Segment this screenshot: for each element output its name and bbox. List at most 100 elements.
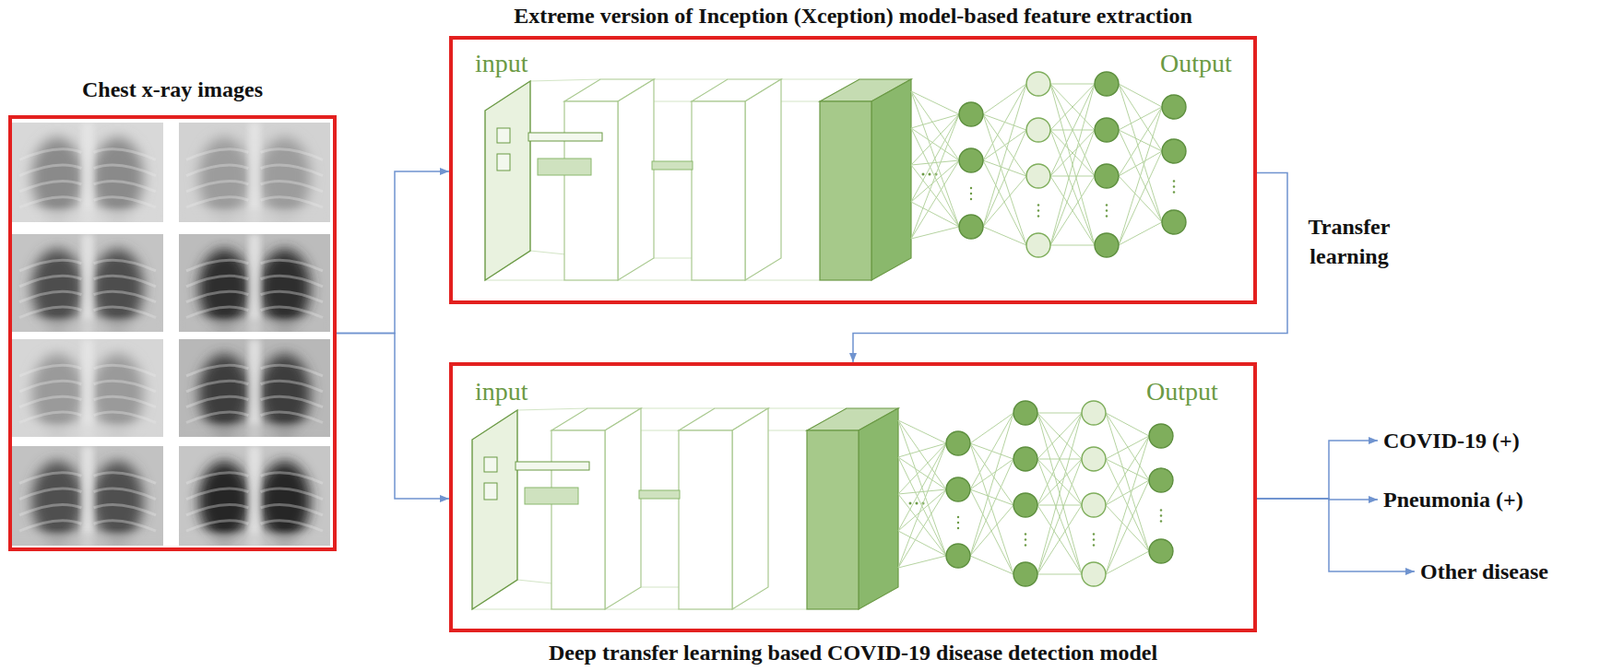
connection-line — [1050, 130, 1095, 177]
connection-line — [1037, 413, 1082, 415]
connection-line — [898, 489, 947, 569]
layer-label: input — [474, 377, 529, 407]
ellipsis-dot — [1105, 203, 1108, 206]
connection-line — [983, 176, 1027, 227]
rib-line — [94, 307, 156, 319]
guide-line — [485, 280, 565, 282]
neuron-circle — [1094, 164, 1119, 189]
xray-ground — [11, 234, 164, 332]
xray-ground — [11, 122, 164, 223]
rib-line — [94, 412, 156, 424]
spine-shape — [248, 234, 261, 332]
neuron-circle — [1094, 71, 1119, 96]
connection-line — [983, 83, 1027, 115]
neuron-circle — [946, 544, 971, 569]
neuron-circle — [1026, 118, 1051, 143]
neuron-circle — [946, 431, 971, 456]
xray-image — [178, 339, 331, 438]
connection-line — [1050, 130, 1095, 246]
filter-window — [639, 490, 680, 499]
ellipsis-dot — [1092, 538, 1095, 541]
class-label: Other disease — [1420, 558, 1549, 585]
ellipsis-dot — [1092, 544, 1095, 546]
connection-line — [911, 114, 960, 239]
rib-line — [19, 473, 82, 485]
rib-line — [186, 488, 249, 500]
connection-line — [983, 114, 1027, 246]
neuron-circle — [1149, 539, 1174, 564]
neuron-circle — [1013, 401, 1038, 426]
ellipsis-dot — [1173, 179, 1175, 182]
ellipsis-dot — [1105, 214, 1108, 217]
layer-label: Output — [1146, 377, 1219, 407]
connection-line — [1037, 505, 1082, 507]
xray-ground — [11, 339, 164, 438]
rib-line — [260, 260, 323, 272]
filter-window — [484, 483, 498, 500]
filter-window — [515, 462, 590, 471]
rib-line — [19, 365, 82, 377]
class-label: COVID-19 (+) — [1383, 427, 1520, 454]
neuron-circle — [1013, 447, 1038, 472]
connector-arrow — [336, 171, 450, 334]
ellipsis-dot — [970, 192, 972, 195]
layer-block-side — [871, 79, 912, 281]
neuron-circle — [1161, 139, 1186, 164]
connection-line — [1037, 459, 1082, 506]
connection-line — [1050, 83, 1095, 246]
rib-line — [19, 488, 82, 500]
rib-line — [94, 260, 156, 272]
connection-line — [970, 505, 1014, 557]
connection-line — [983, 130, 1027, 227]
ellipsis-dot — [957, 521, 960, 524]
rib-line — [260, 197, 323, 209]
connection-line — [983, 83, 1027, 161]
xray-image — [11, 446, 164, 546]
rib-line — [260, 149, 323, 161]
connection-line — [970, 413, 1014, 490]
connection-line — [1050, 83, 1095, 177]
neuron-circle — [1149, 468, 1174, 493]
neuron-circle — [1161, 210, 1186, 235]
ellipsis-dot — [1160, 509, 1162, 511]
connection-line — [1037, 459, 1082, 575]
xray-images — [11, 122, 331, 546]
ellipsis-dot — [1024, 538, 1027, 541]
guide-line — [640, 408, 715, 410]
xray-shade — [11, 533, 164, 546]
output-class: Other disease — [1420, 558, 1549, 585]
neuron-circle — [959, 102, 984, 127]
neuron-circle — [1149, 424, 1174, 449]
connection-line — [983, 83, 1027, 227]
rib-line — [19, 149, 82, 161]
connection-line — [911, 160, 960, 166]
rib-line — [186, 504, 249, 516]
connection-line — [1050, 176, 1095, 178]
rib-line — [94, 488, 156, 500]
layer-label: Output — [1160, 48, 1233, 79]
connection-line — [1050, 83, 1095, 246]
rib-line — [19, 291, 82, 303]
guide-line — [604, 609, 679, 611]
rib-line — [186, 396, 249, 408]
rib-line — [260, 307, 323, 319]
layer-block-front — [806, 430, 859, 610]
model-panel: Extreme version of Inception (Xception) … — [449, 35, 1257, 305]
spine-shape — [81, 339, 94, 438]
ellipsis-dot — [970, 187, 972, 190]
ellipsis-dot — [1173, 190, 1175, 193]
filter-window — [484, 457, 498, 473]
neuron-circle — [959, 214, 984, 239]
connection-line — [1118, 106, 1162, 246]
rib-line — [186, 521, 249, 533]
input-plane — [472, 410, 518, 610]
spine-shape — [81, 234, 94, 332]
connection-line — [1105, 413, 1150, 552]
layer-block-front — [678, 430, 733, 610]
neuron-circle — [946, 477, 971, 502]
connection-line — [1050, 83, 1095, 85]
rib-line — [260, 521, 323, 533]
xray-image — [11, 122, 164, 223]
xray-image — [11, 234, 164, 332]
rib-line — [186, 165, 249, 177]
